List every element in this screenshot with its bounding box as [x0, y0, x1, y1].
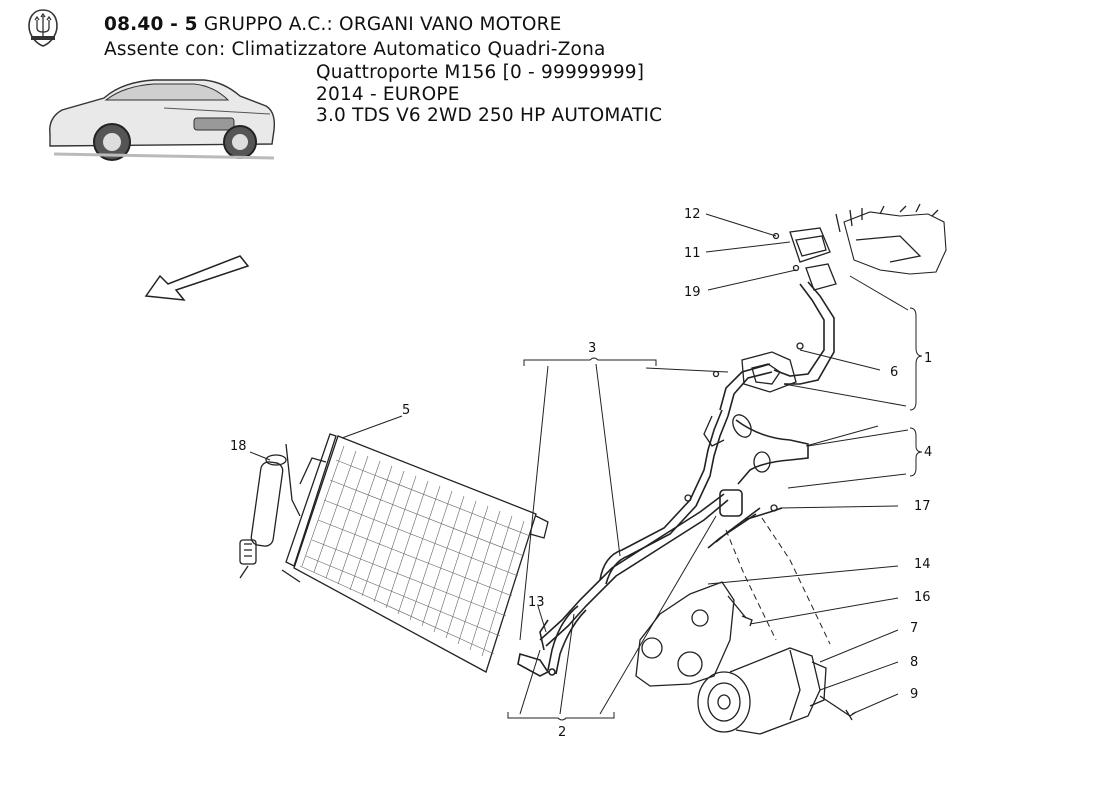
compressor-bracket-part: [635, 581, 753, 687]
hose-assembly: [703, 414, 809, 485]
callout-13: 13: [528, 595, 545, 610]
section-code: 08.40 - 5: [104, 14, 198, 35]
section-title: GRUPPO A.C.: ORGANI VANO MOTORE: [203, 14, 562, 35]
callout-7: 7: [910, 621, 918, 636]
condenser-part: [281, 433, 549, 673]
reference-lines: [725, 517, 831, 645]
subtitle: Assente con: Climatizzatore Automatico Q…: [104, 39, 606, 60]
car-illustration: [49, 79, 276, 161]
callout-11: 11: [684, 246, 701, 261]
callout-18: 18: [230, 439, 247, 454]
drier-filter-part: [239, 443, 301, 579]
callout-1: 1: [924, 351, 932, 366]
page-title: 08.40 - 5 GRUPPO A.C.: ORGANI VANO MOTOR…: [104, 14, 562, 36]
ac-pipes: [517, 281, 835, 677]
callout-3: 3: [588, 341, 596, 356]
callout-14: 14: [914, 557, 931, 572]
direction-arrow-icon: [144, 255, 250, 301]
callout-5: 5: [402, 403, 410, 418]
callout-2: 2: [558, 725, 566, 740]
callout-9: 9: [910, 687, 918, 702]
callout-4: 4: [924, 445, 932, 460]
engine-info: 3.0 TDS V6 2WD 250 HP AUTOMATIC: [316, 105, 663, 126]
callout-19: 19: [684, 285, 701, 300]
year-market-info: 2014 - EUROPE: [316, 84, 460, 105]
ac-compressor-part: [697, 647, 857, 735]
callout-16: 16: [914, 590, 931, 605]
leader-lines: [249, 213, 923, 721]
callout-8: 8: [910, 655, 918, 670]
callout-6: 6: [890, 365, 898, 380]
callout-12: 12: [684, 207, 701, 222]
callout-17: 17: [914, 499, 931, 514]
brand-logo-icon: [28, 9, 58, 47]
model-info: Quattroporte M156 [0 - 99999999]: [316, 62, 645, 83]
